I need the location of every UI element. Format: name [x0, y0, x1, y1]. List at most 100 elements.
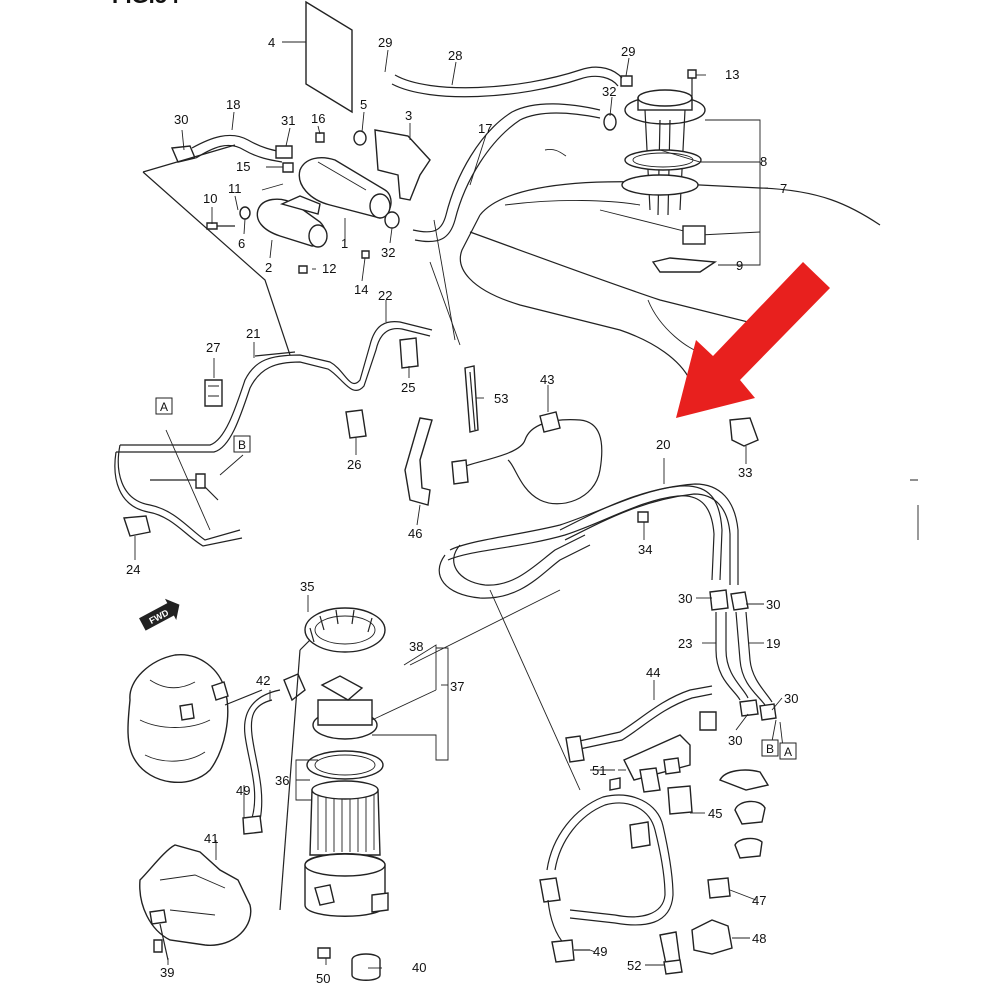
- label-7: 7: [780, 181, 787, 196]
- clip-33: [729, 417, 759, 447]
- pipe-45: [539, 785, 693, 946]
- label-32a: 32: [602, 84, 616, 99]
- label-37: 37: [450, 679, 464, 694]
- label-27: 27: [206, 340, 220, 355]
- ref-box-A-left: A: [155, 397, 173, 415]
- label-41: 41: [204, 831, 218, 846]
- label-16: 16: [311, 111, 325, 126]
- label-43: 43: [540, 372, 554, 387]
- injection-pump: [127, 654, 263, 784]
- label-26: 26: [347, 457, 361, 472]
- hose-42: [242, 689, 281, 835]
- fuel-filter: [279, 607, 389, 917]
- red-arrow-icon: [676, 262, 830, 418]
- part-labels: 4 29 28 29 13 32 5 3 17 18 30 31 16 15 1…: [126, 35, 798, 986]
- hoses-19-23: [709, 589, 777, 721]
- hose-43: [451, 411, 603, 505]
- clip-52: [659, 931, 683, 975]
- label-2: 2: [265, 260, 272, 275]
- bracket-51: [609, 734, 691, 793]
- label-34: 34: [638, 542, 652, 557]
- label-28: 28: [448, 48, 462, 63]
- label-3: 3: [405, 108, 412, 123]
- svg-text:B: B: [766, 742, 774, 756]
- label-39: 39: [160, 965, 174, 980]
- label-23: 23: [678, 636, 692, 651]
- canister-assembly: [142, 0, 431, 356]
- pipe-44: [565, 685, 717, 763]
- label-47: 47: [752, 893, 766, 908]
- label-18: 18: [226, 97, 240, 112]
- pipe-21-22: [114, 320, 433, 547]
- label-29a: 29: [378, 35, 392, 50]
- ref-box-B-left: B: [233, 435, 251, 453]
- label-29b: 29: [621, 44, 635, 59]
- clip-47: [707, 877, 731, 899]
- label-14: 14: [354, 282, 368, 297]
- label-11: 11: [228, 181, 242, 196]
- leader-lines: [134, 41, 919, 969]
- label-30d: 30: [784, 691, 798, 706]
- label-10: 10: [203, 191, 217, 206]
- clip-49-right: [551, 939, 590, 963]
- clamps-right: [719, 769, 770, 859]
- hose-17: [412, 103, 601, 243]
- label-30c: 30: [766, 597, 780, 612]
- svg-text:B: B: [238, 438, 246, 452]
- label-1: 1: [341, 236, 348, 251]
- label-49b: 49: [593, 944, 607, 959]
- label-6: 6: [238, 236, 245, 251]
- label-52: 52: [627, 958, 641, 973]
- label-40: 40: [412, 960, 426, 975]
- small-parts-bottom: [153, 939, 381, 981]
- label-44: 44: [646, 665, 660, 680]
- label-38: 38: [409, 639, 423, 654]
- label-42: 42: [256, 673, 270, 688]
- bracket-41: [139, 844, 252, 961]
- fuel-pump-assembly: [603, 69, 718, 273]
- label-24: 24: [126, 562, 140, 577]
- svg-text:A: A: [160, 400, 168, 414]
- label-51: 51: [592, 763, 606, 778]
- label-13: 13: [725, 67, 739, 82]
- ref-box-A-right: A: [779, 742, 797, 760]
- label-20: 20: [656, 437, 670, 452]
- label-8: 8: [760, 154, 767, 169]
- label-50: 50: [316, 971, 330, 986]
- label-21: 21: [246, 326, 260, 341]
- label-33: 33: [738, 465, 752, 480]
- label-45: 45: [708, 806, 722, 821]
- label-5: 5: [360, 97, 367, 112]
- label-35: 35: [300, 579, 314, 594]
- pipe-20: [438, 483, 739, 599]
- label-49a: 49: [236, 783, 250, 798]
- label-4: 4: [268, 35, 275, 50]
- label-15: 15: [236, 159, 250, 174]
- bolt-34: [637, 511, 649, 523]
- svg-text:A: A: [784, 745, 792, 759]
- fwd-arrow-icon: FWD: [139, 598, 180, 631]
- hose-28: [391, 66, 623, 98]
- label-30b: 30: [678, 591, 692, 606]
- bracket-46: [404, 371, 476, 506]
- label-12: 12: [322, 261, 336, 276]
- label-9: 9: [736, 258, 743, 273]
- label-31: 31: [281, 113, 295, 128]
- label-19: 19: [766, 636, 780, 651]
- label-25: 25: [401, 380, 415, 395]
- label-30a: 30: [174, 112, 188, 127]
- ref-box-B-right: B: [761, 739, 779, 757]
- figure-title: FIG.54: [112, 0, 180, 8]
- label-22: 22: [378, 288, 392, 303]
- label-17: 17: [478, 121, 492, 136]
- label-30e: 30: [728, 733, 742, 748]
- label-53: 53: [494, 391, 508, 406]
- clips-left: [123, 337, 479, 537]
- label-48: 48: [752, 931, 766, 946]
- label-36: 36: [275, 773, 289, 788]
- label-32b: 32: [381, 245, 395, 260]
- label-46: 46: [408, 526, 422, 541]
- clip-48: [691, 919, 733, 955]
